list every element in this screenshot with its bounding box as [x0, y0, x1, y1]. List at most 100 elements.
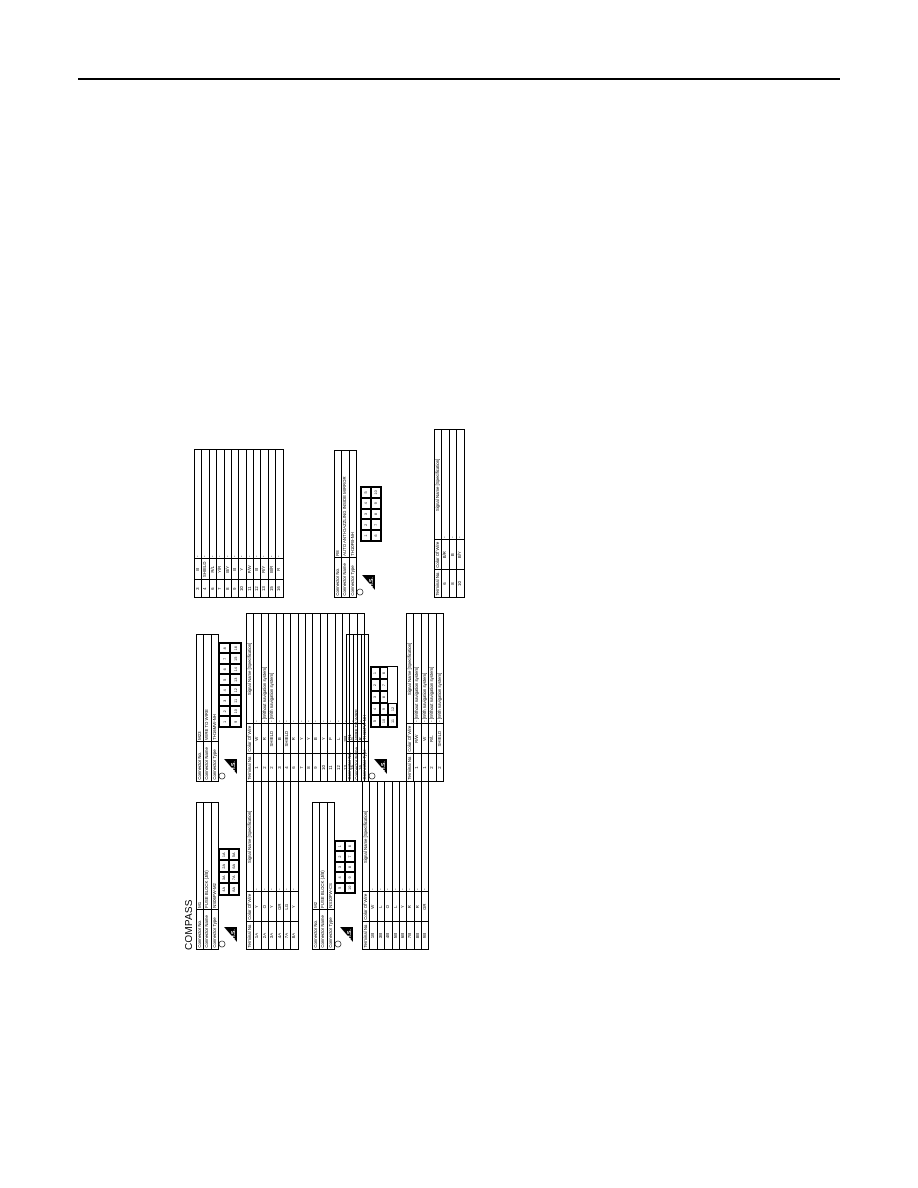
terminal-no: 12 [335, 753, 343, 782]
terminal-cavity: 4A [219, 883, 229, 895]
terminal-cavity: 2A [219, 860, 229, 872]
wire-color: P/W [246, 558, 254, 580]
label: Connector Name [341, 557, 350, 598]
col-wire: Color Of Wire [362, 891, 370, 922]
connector-name: AUTO ANTI-DAZZLING INSIDE MIRROR [341, 450, 350, 558]
wire-color: Y [305, 723, 313, 754]
signal-name: - [Without navigation system] [428, 614, 436, 724]
terminal-no: 2 [268, 753, 276, 782]
col-terminal: Terminal No. [246, 921, 254, 950]
wire-color: B/Y [224, 558, 232, 580]
signal-name: - [With navigation system] [421, 614, 429, 724]
signal-name: - [216, 449, 224, 559]
terminal-cavity: 6 [371, 530, 381, 541]
terminal-no: 7B [406, 921, 415, 950]
wire-color: SHIELD [436, 723, 444, 754]
terminal-no: 4 [283, 753, 291, 782]
terminal-no: 1B [369, 921, 378, 950]
col-signal: Signal Name [Specification] [434, 430, 442, 540]
wire-color: R [261, 723, 269, 754]
wire-color: B [276, 723, 284, 754]
signal-name: - [201, 449, 210, 559]
terminal-no: 3B [377, 921, 385, 950]
col-terminal: Terminal No. [406, 753, 414, 782]
signal-name: - [With navigation system] [436, 614, 444, 724]
col-wire: Color Of Wire [406, 723, 414, 754]
signal-name: - [290, 782, 299, 892]
terminal-no: 9 [312, 753, 321, 782]
wire-color: O [261, 891, 269, 922]
wire-color: Y [399, 891, 407, 922]
terminal-cavity: 10 [230, 706, 241, 717]
terminal-no: 10 [320, 753, 328, 782]
terminal-cavity: 1 [371, 667, 380, 679]
terminal-cavity: 12 [388, 703, 397, 715]
terminal-cavity: 10 [379, 715, 389, 727]
col-signal: Signal Name [Specification] [362, 782, 370, 892]
signal-name: - [290, 614, 299, 724]
wire-color: B/R [441, 539, 450, 570]
terminal-no: 9 [231, 579, 239, 598]
col-signal: Signal Name [Specification] [246, 614, 254, 724]
terminal-cavity: 8 [379, 691, 389, 703]
wire-color: R/W [413, 723, 422, 754]
connector-no: M2 [312, 802, 320, 910]
signal-name: - [Without navigation system] [261, 614, 269, 724]
terminal-no: 8B [414, 921, 422, 950]
signal-name: - [384, 782, 392, 892]
wire-color: B/Y [456, 539, 464, 570]
terminal-cavity: 11 [230, 695, 241, 706]
connector-no: M1 [196, 802, 204, 910]
terminal-cavity: 5A [229, 849, 239, 861]
signal-name: - [276, 614, 284, 724]
wire-color: Y [298, 723, 306, 754]
signal-name: - [283, 614, 291, 724]
terminal-no: 15 [268, 579, 276, 598]
terminal-cavity: 3 [335, 861, 345, 873]
terminal-cavity: 8 [371, 508, 381, 520]
terminal-no: 16 [275, 579, 283, 598]
terminal-cavity: 1 [219, 716, 230, 727]
wire-color: GR [421, 891, 429, 922]
col-terminal: Terminal No. [246, 753, 254, 782]
signal-name: - [231, 449, 239, 559]
terminal-cavity: 2 [361, 519, 371, 531]
wire-color: R/Y [260, 558, 269, 580]
signal-name: - [276, 782, 284, 892]
wire-color: B [312, 723, 321, 754]
wire-color: B [449, 539, 457, 570]
label: Connector Name [203, 909, 212, 950]
hs-badge: H.S. [369, 577, 375, 587]
terminal-cavity: 5 [335, 882, 345, 893]
terminal-cavity: 15 [230, 653, 241, 664]
signal-name: - [399, 782, 407, 892]
signal-name: - [253, 782, 262, 892]
wire-color: L [377, 891, 385, 922]
terminal-cavity: 2 [219, 706, 230, 717]
terminal-cavity: 13 [230, 674, 241, 685]
signal-name: - [246, 449, 254, 559]
terminal-no: 7 [298, 753, 306, 782]
